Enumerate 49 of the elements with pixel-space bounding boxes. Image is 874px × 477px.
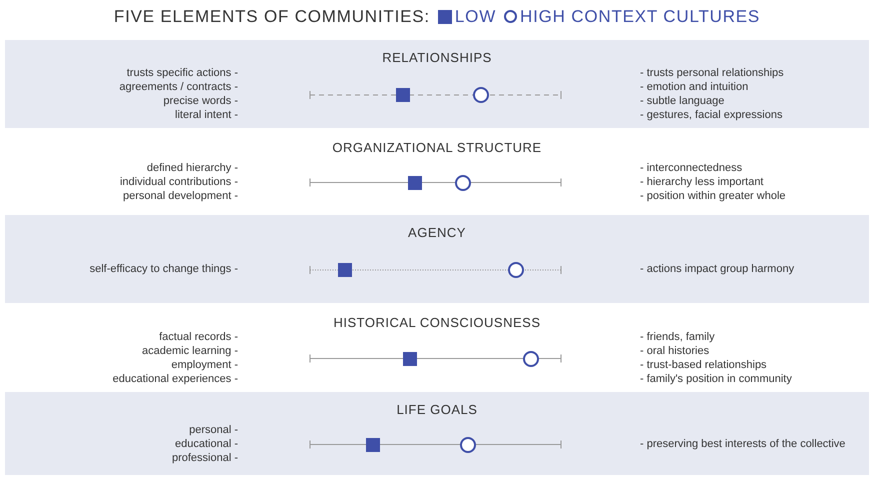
list-item: - hierarchy less important [640,174,764,188]
list-item: - gestures, facial expressions [640,108,782,122]
list-item: literal intent - [175,108,238,122]
list-item: self-efficacy to change things - [90,262,238,276]
circle-marker [460,436,476,452]
list-item: - emotion and intuition [640,80,748,94]
band-heading: HISTORICAL CONSCIOUSNESS [333,315,541,330]
list-item: trusts specific actions - [126,66,238,80]
square-marker [366,438,380,452]
legend-text: HIGH CONTEXT CULTURES [520,6,760,27]
band-heading: RELATIONSHIPS [382,50,492,65]
list-item: individual contributions - [120,174,238,188]
list-item: - subtle language [640,94,724,108]
list-item: professional - [172,450,238,464]
square-marker [338,263,352,277]
list-item: - family's position in community [640,372,792,386]
band-panel [5,215,869,303]
title: FIVE ELEMENTS OF COMMUNITIES: [114,6,430,27]
list-item: - oral histories [640,344,710,358]
list-item: - trust-based relationships [640,358,767,372]
circle-marker [522,350,539,366]
list-item: - position within greater whole [640,188,786,202]
list-item: - actions impact group harmony [640,262,794,276]
band-heading: LIFE GOALS [396,402,478,417]
list-item: - preserving best interests of the collective [640,436,846,450]
band-panel [5,40,869,128]
square-marker [403,352,418,366]
list-item: employment - [171,358,238,372]
list-item: factual records - [159,330,238,344]
square-marker [396,88,410,102]
list-item: - interconnectedness [640,160,742,174]
square-marker [408,176,422,190]
list-item: - friends, family [640,330,715,344]
list-item: precise words - [163,94,238,108]
list-item: personal - [189,422,238,436]
band-heading: AGENCY [408,225,466,240]
list-item: personal development - [123,188,238,202]
list-item: educational - [175,436,238,450]
list-item: defined hierarchy - [146,160,238,174]
band-heading: ORGANIZATIONAL STRUCTURE [332,140,542,155]
circle-marker [508,262,524,278]
list-item: - trusts personal relationships [640,66,784,80]
band-panel [5,392,869,475]
list-item: academic learning - [142,344,238,358]
circle-marker [472,87,489,103]
list-item: agreements / contracts - [119,80,238,94]
legend-text: LOW [454,6,496,27]
list-item: educational experiences - [112,372,238,386]
circle-marker [455,174,472,190]
